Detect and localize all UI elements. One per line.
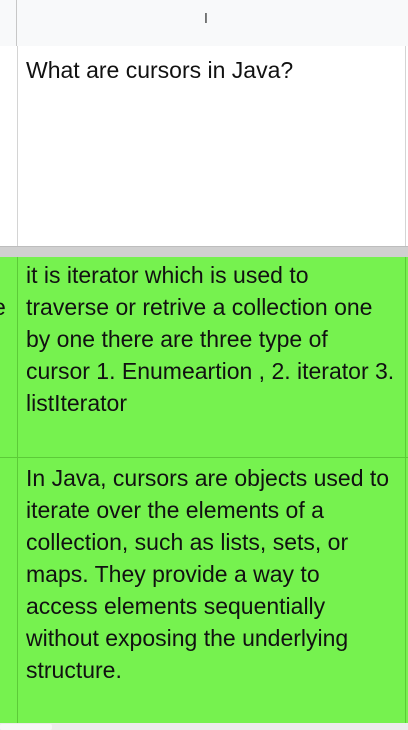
adjacent-cell-overflow-text: e	[0, 291, 16, 323]
generated-answer-text: In Java, cursors are objects used to ite…	[26, 465, 390, 683]
row-number-column-separator	[16, 0, 17, 46]
generated-answer-cell[interactable]: In Java, cursors are objects used to ite…	[17, 458, 406, 724]
column-header-I[interactable]: I	[203, 10, 209, 27]
answer-cell[interactable]: it is iterator which is used to traverse…	[17, 257, 406, 457]
horizontal-scrollbar[interactable]	[0, 723, 408, 730]
question-text: What are cursors in Java?	[26, 57, 294, 83]
column-header-bar: I	[0, 0, 408, 47]
table-row-answer: it is iterator which is used to traverse…	[0, 257, 408, 457]
question-cell[interactable]: What are cursors in Java?	[17, 46, 406, 246]
table-row-generated-answer: In Java, cursors are objects used to ite…	[0, 457, 408, 724]
scrollbar-thumb[interactable]	[0, 724, 52, 730]
table-row-question: What are cursors in Java?	[0, 46, 408, 246]
answer-text: it is iterator which is used to traverse…	[26, 262, 395, 416]
